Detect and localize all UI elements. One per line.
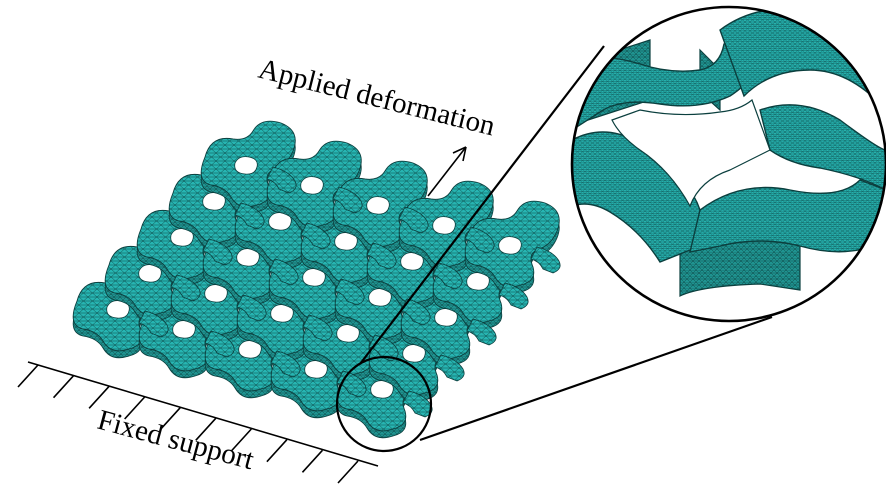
arrow-head-icon [452,146,467,162]
support-hatch [195,417,217,441]
zoom-tangent-lower [419,315,773,442]
lattice-cell [332,160,428,255]
fixed-support-label: Fixed support [94,404,257,476]
lattice-connector [270,350,301,378]
lattice-connector [530,246,561,274]
support-hatches [17,364,359,484]
lattice-connector [464,226,495,254]
support-hatch [159,407,181,431]
support-hatch [230,428,252,452]
lattice-cell [398,180,494,275]
lattice-connector [334,278,365,306]
zoom-circle-outline [570,5,886,323]
lattice-connector [268,258,299,286]
lattice-connector [434,354,465,382]
applied-deformation-label: Applied deformation [255,53,498,143]
zoom-gap [611,98,771,208]
lattice-cell [200,120,296,215]
lattice-connector [466,318,497,346]
support-hatch [266,439,288,463]
fixed-support-hatching [17,361,379,484]
lattice-connector [300,222,331,250]
lattice-connector [234,202,265,230]
deformation-arrow [427,146,467,197]
lattice-connector [400,298,431,326]
support-line [27,361,379,467]
lattice-connector [138,310,169,338]
lattice-connector [204,330,235,358]
lattice-connector [170,274,201,302]
support-hatch [88,385,110,409]
zoom-ribbon [759,104,886,192]
lattice-connector [366,242,397,270]
lattice-cell [464,200,560,295]
zoom-tangent-upper [359,45,605,365]
support-hatch [17,364,39,388]
lattice-connector [332,186,363,214]
zoom-source-circle [335,355,433,453]
zoom-detail-view [570,5,886,323]
lattice-connector [202,238,233,266]
support-hatch [337,460,359,484]
lattice-connector [498,282,529,310]
lattice-connector [398,206,429,234]
lattice-connector [266,166,297,194]
support-hatch [52,375,75,399]
support-hatch [124,396,146,420]
lattice-connector [236,294,267,322]
support-hatch [301,449,324,473]
lattice-connector [432,262,463,290]
lattice-structure [72,120,561,439]
lattice-connector [302,314,333,342]
